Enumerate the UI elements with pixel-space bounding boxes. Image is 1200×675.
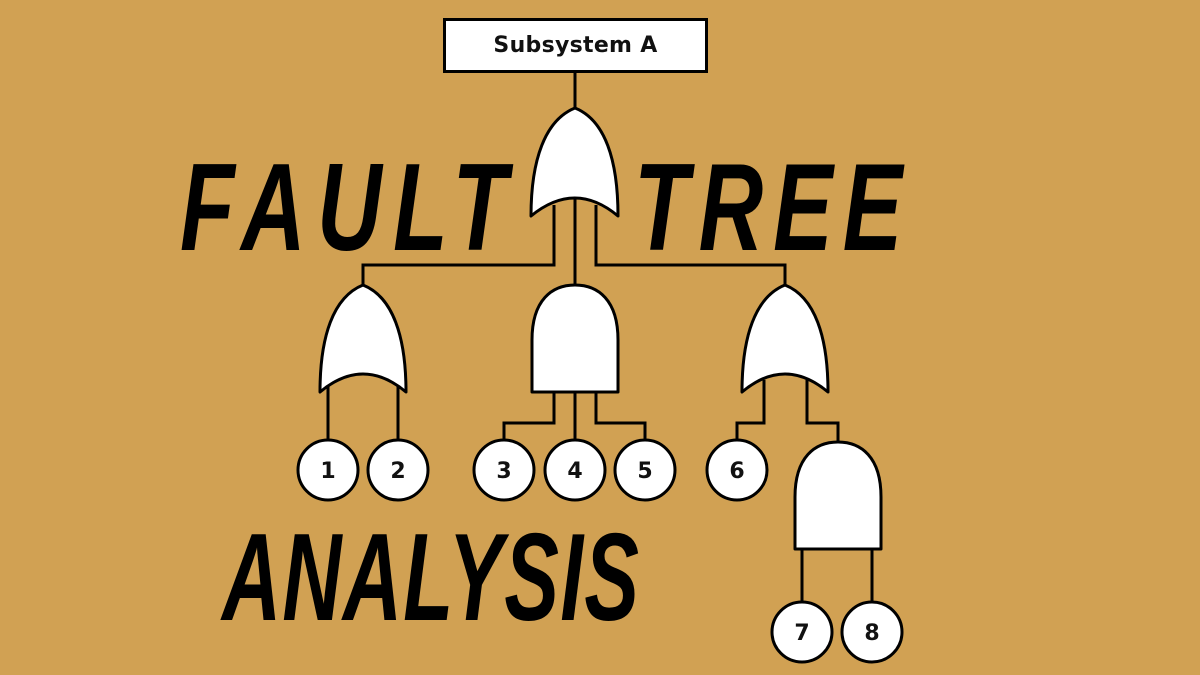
and-gate-icon (530, 283, 620, 394)
and-gate-icon (793, 440, 883, 551)
event-label: 2 (390, 459, 405, 484)
event-label: 4 (567, 459, 582, 484)
basic-event-3: 3 (472, 438, 536, 502)
title-word-analysis: ANALYSIS (222, 509, 641, 647)
basic-event-5: 5 (613, 438, 677, 502)
event-label: 1 (320, 459, 335, 484)
event-label: 6 (729, 459, 744, 484)
or-gate-icon (318, 283, 408, 394)
top-event-label: Subsystem A (493, 33, 658, 58)
event-label: 8 (864, 621, 879, 646)
basic-event-4: 4 (543, 438, 607, 502)
top-event-box: Subsystem A (443, 18, 708, 73)
or-gate-icon (529, 106, 620, 218)
title-word-fault: FAULT (180, 139, 519, 277)
connector-wires (326, 73, 874, 602)
basic-event-1: 1 (296, 438, 360, 502)
title-word-tree: TREE (634, 139, 913, 277)
event-label: 3 (496, 459, 511, 484)
basic-event-8: 8 (840, 600, 904, 664)
basic-event-7: 7 (770, 600, 834, 664)
or-gate-icon (740, 283, 830, 394)
event-label: 7 (794, 621, 809, 646)
basic-event-6: 6 (705, 438, 769, 502)
event-label: 5 (637, 459, 652, 484)
basic-event-2: 2 (366, 438, 430, 502)
